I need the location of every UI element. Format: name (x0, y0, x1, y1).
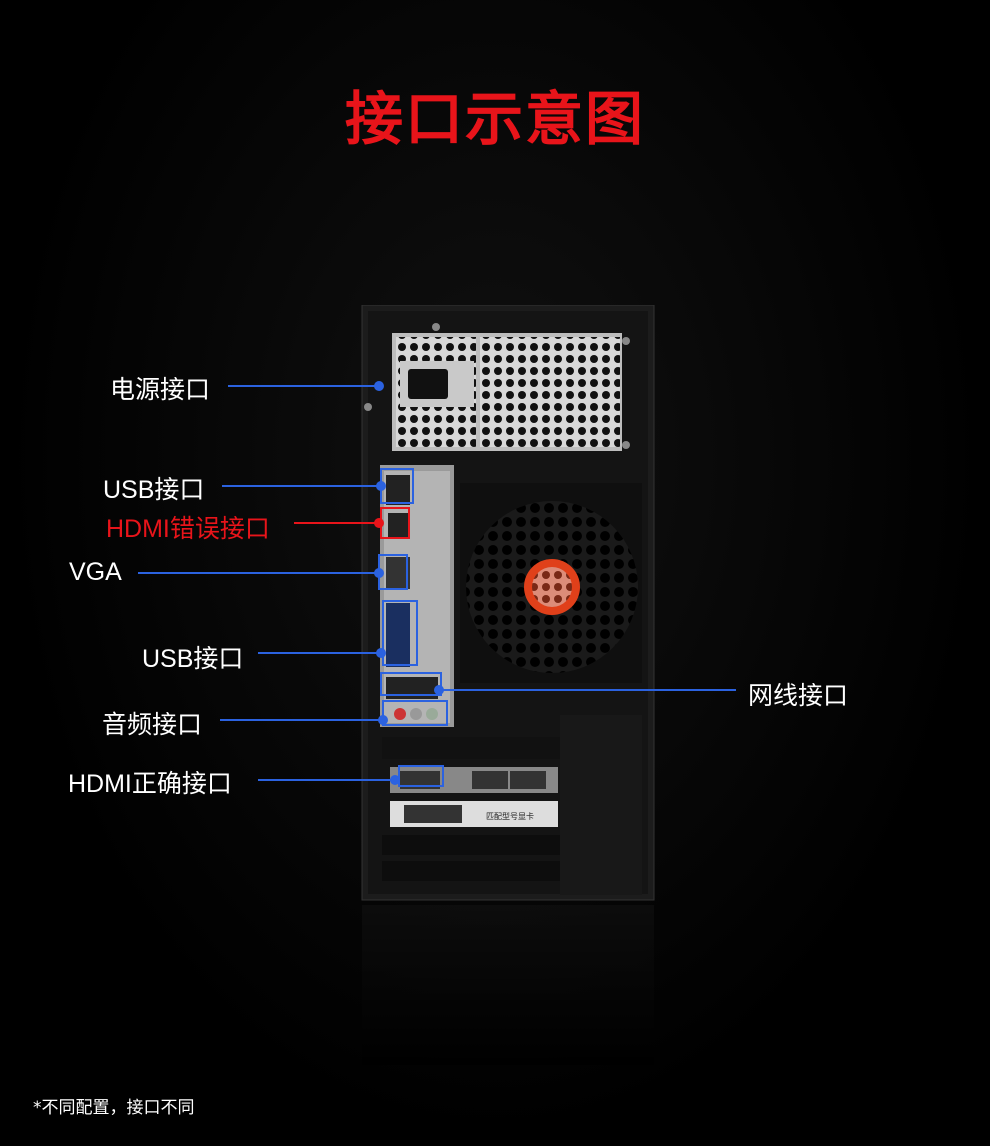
line-usb-mid (258, 652, 380, 654)
dot-hdmi-wrong (374, 518, 384, 528)
line-hdmi-right (258, 779, 394, 781)
card-sticker: 匹配型号显卡 (486, 811, 534, 821)
line-audio (220, 719, 382, 721)
pc-rear-image: 匹配型号显卡 (361, 305, 655, 1065)
label-usb-mid: USB接口 (142, 645, 244, 673)
label-hdmi-wrong: HDMI错误接口 (106, 515, 270, 543)
line-usb-top (222, 485, 380, 487)
label-vga: VGA (69, 558, 122, 586)
label-hdmi-right: HDMI正确接口 (68, 770, 232, 798)
label-power: 电源接口 (110, 376, 211, 404)
line-hdmi-wrong (294, 522, 380, 524)
label-network: 网线接口 (748, 682, 849, 710)
box-vga (378, 554, 408, 590)
label-audio: 音频接口 (102, 711, 203, 739)
dot-hdmi-right (390, 775, 400, 785)
dot-power (374, 381, 384, 391)
box-hdmi-wrong (380, 507, 410, 539)
label-usb-top: USB接口 (103, 476, 205, 504)
footnote: *不同配置，接口不同 (33, 1098, 195, 1118)
box-hdmi-right (398, 765, 444, 787)
line-vga (138, 572, 378, 574)
box-usb-top (380, 468, 414, 504)
page-title: 接口示意图 (344, 85, 645, 153)
line-network (440, 689, 736, 691)
box-network (380, 672, 442, 696)
dot-usb-mid (376, 648, 386, 658)
box-audio (382, 700, 448, 726)
box-usb-mid (382, 600, 418, 666)
dot-network (434, 685, 444, 695)
line-power (228, 385, 378, 387)
